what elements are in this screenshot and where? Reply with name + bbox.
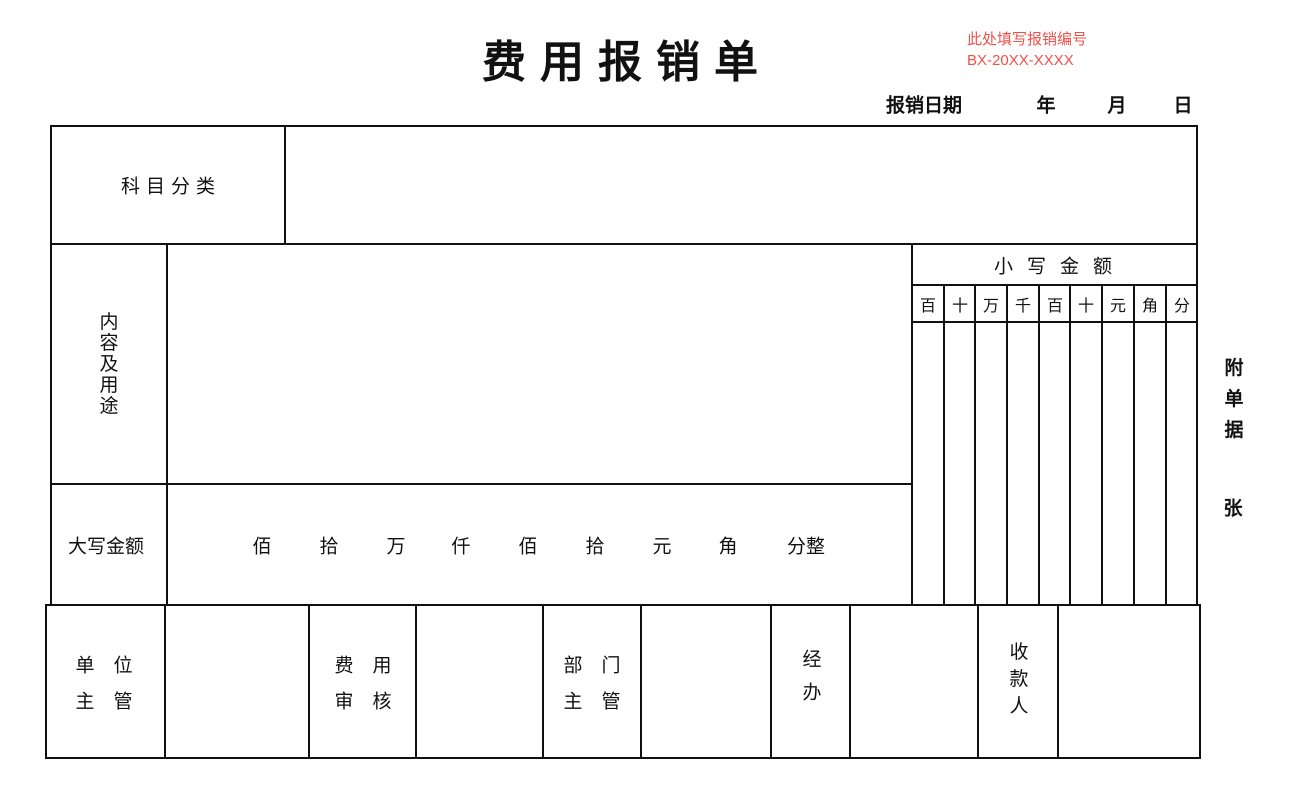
- date-day[interactable]: 日: [1173, 94, 1193, 117]
- capital-amount-unit: 拾: [585, 535, 605, 558]
- date-label: 报销日期: [885, 94, 963, 117]
- dept-head-label-2: 主 管: [563, 690, 621, 713]
- number-hint-label: 此处填写报销编号: [967, 31, 1088, 48]
- small-amount-unit: 百: [919, 296, 937, 315]
- small-amount-unit: 十: [951, 296, 969, 315]
- capital-amount-unit: 分整: [786, 535, 826, 558]
- capital-amount-unit: 佰: [252, 535, 272, 558]
- attachments-label: 附单据: [1221, 357, 1244, 451]
- capital-amount-unit: 佰: [518, 535, 538, 558]
- handler-label: 经办: [799, 649, 822, 715]
- capital-amount-unit: 角: [718, 535, 738, 558]
- capital-amount-unit: 万: [386, 535, 406, 558]
- dept-head-label-1: 部 门: [563, 654, 621, 677]
- date-year[interactable]: 年: [1036, 94, 1056, 117]
- capital-amount-label: 大写金额: [67, 535, 145, 558]
- date-month[interactable]: 月: [1107, 94, 1127, 117]
- expense-review-label-2: 审 核: [334, 690, 392, 713]
- content-field[interactable]: [169, 246, 910, 482]
- small-amount-label: 小 写 金 额: [993, 255, 1117, 278]
- capital-amount-unit: 拾: [319, 535, 339, 558]
- attachments-unit: 张: [1223, 497, 1243, 520]
- small-amount-unit: 角: [1141, 296, 1159, 315]
- small-amount-unit: 百: [1046, 296, 1064, 315]
- unit-head-label-2: 主 管: [75, 690, 133, 713]
- reimbursement-number-field[interactable]: BX-20XX-XXXX: [967, 52, 1074, 69]
- unit-head-label-1: 单 位: [75, 654, 133, 677]
- small-amount-unit: 十: [1077, 296, 1095, 315]
- capital-amount-unit: 仟: [451, 535, 471, 558]
- form-title: 费用报销单: [482, 37, 772, 88]
- capital-amount-unit: 元: [652, 535, 672, 558]
- category-label: 科 目 分 类: [120, 175, 216, 198]
- small-amount-unit: 元: [1109, 296, 1127, 315]
- small-amount-unit: 千: [1014, 296, 1032, 315]
- small-amount-unit: 万: [982, 296, 1000, 315]
- expense-review-label-1: 费 用: [334, 654, 392, 677]
- content-label: 内容及用途: [96, 311, 119, 417]
- small-amount-unit: 分: [1173, 296, 1191, 315]
- category-field[interactable]: [287, 128, 1195, 242]
- payee-label: 收款人: [1006, 641, 1029, 723]
